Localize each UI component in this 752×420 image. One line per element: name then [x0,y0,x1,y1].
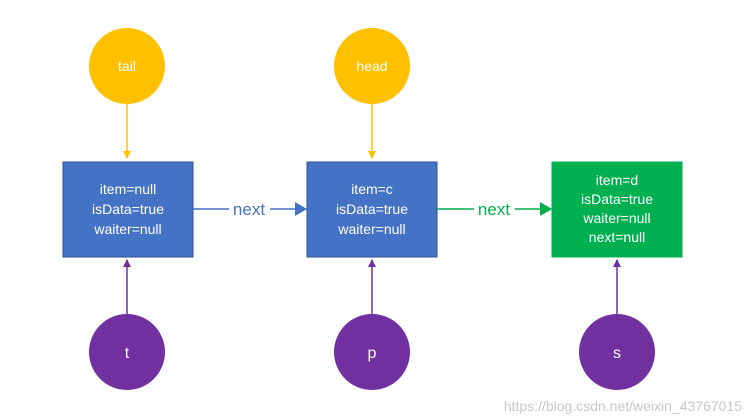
node-3: item=d isData=true waiter=null next=null [551,161,683,258]
node-2: item=c isData=true waiter=null [306,161,438,258]
node-1-box [62,161,194,258]
node-2-box [306,161,438,258]
node-1-line-2: isData=true [92,201,164,217]
edge-node1-node2: next [193,200,307,219]
watermark-text: https://blog.csdn.net/weixin_43767015 [503,398,742,414]
node-1-line-3: waiter=null [93,221,161,237]
node-2-line-1: item=c [351,181,393,197]
pointer-tail-circle [89,28,165,104]
edge-1-label: next [233,200,265,219]
edge-2-label: next [478,200,510,219]
edge-node2-node3: next [437,200,552,219]
pointer-p: p [334,259,410,390]
node-3-line-1: item=d [596,172,638,188]
pointer-tail: tail [89,28,165,159]
pointer-s-circle [579,314,655,390]
node-2-line-3: waiter=null [337,221,405,237]
node-3-line-3: waiter=null [582,210,650,226]
pointer-head-circle [334,28,410,104]
pointer-p-label: p [368,345,377,362]
pointer-s: s [579,259,655,390]
node-2-line-2: isData=true [336,201,408,217]
node-3-line-2: isData=true [581,191,653,207]
pointer-head-label: head [356,58,387,74]
node-1-line-1: item=null [100,181,156,197]
node-1: item=null isData=true waiter=null [62,161,194,258]
pointer-t: t [89,259,165,390]
pointer-head: head [334,28,410,159]
pointer-tail-label: tail [118,58,136,74]
node-3-box [551,161,683,258]
pointer-s-label: s [613,345,621,362]
pointer-p-circle [334,314,410,390]
pointer-t-circle [89,314,165,390]
node-3-line-4: next=null [589,229,645,245]
pointer-t-label: t [125,345,130,362]
